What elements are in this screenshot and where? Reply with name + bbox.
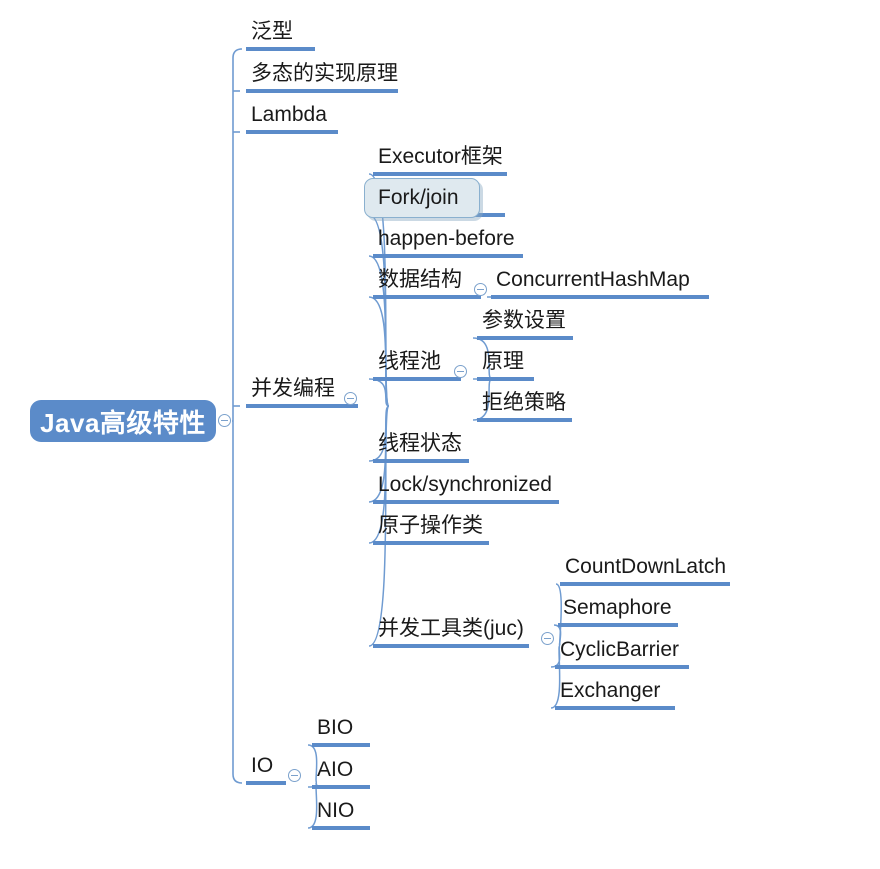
mindmap-node-label: 数据结构 [378, 268, 462, 291]
node-underline [312, 826, 370, 830]
mindmap-node-label: Semaphore [563, 596, 672, 619]
mindmap-node-label: 拒绝策略 [482, 391, 566, 414]
minus-circle-icon[interactable] [288, 769, 301, 782]
mindmap-node[interactable]: happen-before [378, 228, 515, 249]
node-underline [373, 459, 469, 463]
edge-n5-n25 [307, 782, 318, 829]
mindmap-node[interactable]: 参数设置 [482, 310, 566, 331]
mindmap-node-label: AIO [317, 758, 354, 781]
mindmap-node-label: Executor框架 [378, 145, 503, 168]
node-underline [373, 644, 529, 648]
node-underline [558, 623, 678, 627]
node-underline [491, 295, 709, 299]
mindmap-node[interactable]: BIO [317, 717, 353, 738]
mindmap-node[interactable]: Fork/join [378, 187, 459, 208]
mindmap-node[interactable]: 泛型 [251, 21, 293, 42]
mindmap-node[interactable]: IO [251, 755, 273, 776]
selected-node-box[interactable] [364, 178, 480, 218]
minus-circle-icon[interactable] [454, 365, 467, 378]
node-underline [246, 47, 315, 51]
mindmap-node-label: NIO [317, 799, 355, 822]
mindmap-node-label: Exchanger [560, 679, 661, 702]
node-underline [477, 336, 573, 340]
mindmap-node[interactable]: 多态的实现原理 [251, 63, 398, 84]
root-node[interactable]: Java高级特性 [30, 400, 216, 442]
minus-circle-icon[interactable] [218, 414, 231, 427]
minus-circle-icon[interactable] [541, 632, 554, 645]
edge-n4-n9 [368, 296, 390, 407]
mindmap-node[interactable]: Executor框架 [378, 146, 503, 167]
node-underline [246, 404, 358, 408]
node-underline [312, 743, 370, 747]
edge-n5-n23 [307, 744, 318, 784]
node-underline [373, 377, 461, 381]
node-underline [373, 254, 523, 258]
mindmap-node-label: 参数设置 [482, 309, 566, 332]
edge-n14-n22 [550, 645, 561, 709]
edge-n4-n14 [368, 405, 390, 647]
mindmap-node-label: 并发工具类(juc) [378, 617, 524, 640]
mindmap-node[interactable]: Exchanger [560, 680, 660, 701]
node-underline [246, 89, 398, 93]
mindmap-node-label: 并发编程 [251, 377, 335, 400]
node-underline [560, 582, 730, 586]
mindmap-node-label: 原子操作类 [378, 514, 483, 537]
mindmap-node[interactable]: 线程池 [378, 351, 441, 372]
mindmap-node[interactable]: 数据结构 [378, 269, 462, 290]
mindmap-node[interactable]: AIO [317, 759, 353, 780]
mindmap-node[interactable]: NIO [317, 800, 354, 821]
node-underline [477, 418, 572, 422]
mindmap-node[interactable]: CountDownLatch [565, 556, 726, 577]
node-underline [555, 665, 689, 669]
mindmap-node[interactable]: Lambda [251, 104, 327, 125]
mindmap-node[interactable]: 并发工具类(juc) [378, 618, 524, 639]
node-underline [312, 785, 370, 789]
edge-layer [232, 48, 562, 829]
mindmap-node-label: Fork/join [378, 186, 459, 209]
mindmap-node-label: CountDownLatch [565, 555, 727, 578]
minus-circle-icon[interactable] [474, 283, 487, 296]
mindmap-node-label: BIO [317, 716, 354, 739]
mindmap-node[interactable]: 线程状态 [378, 433, 462, 454]
mindmap-node[interactable]: 原子操作类 [378, 515, 483, 536]
mindmap-node[interactable]: CyclicBarrier [560, 639, 679, 660]
root-spine [232, 48, 243, 784]
mindmap-node-label: 线程状态 [378, 432, 462, 455]
node-underline [246, 130, 338, 134]
root-node-label: Java高级特性 [40, 407, 206, 438]
mindmap-node[interactable]: ConcurrentHashMap [496, 269, 690, 290]
node-underline [373, 172, 507, 176]
mindmap-node-label: happen-before [378, 227, 515, 250]
mindmap-node[interactable]: 拒绝策略 [482, 392, 566, 413]
mindmap-node[interactable]: 并发编程 [251, 378, 335, 399]
mindmap-node[interactable]: Lock/synchronized [378, 474, 552, 495]
mindmap-node[interactable]: Semaphore [563, 597, 672, 618]
node-underline [246, 781, 286, 785]
mindmap-node-label: IO [251, 754, 274, 777]
mindmap-node-label: Lock/synchronized [378, 473, 552, 496]
mindmap-node-label: 原理 [482, 350, 524, 373]
node-underline [373, 541, 489, 545]
node-underline [477, 377, 534, 381]
mindmap-node[interactable]: 原理 [482, 351, 524, 372]
node-underline [373, 295, 481, 299]
mindmap-node-label: 泛型 [251, 20, 293, 43]
node-underline [555, 706, 675, 710]
mindmap-node-label: 线程池 [378, 350, 441, 373]
mindmap-node-label: 多态的实现原理 [251, 62, 398, 85]
mindmap-node-label: CyclicBarrier [560, 638, 680, 661]
node-underline [373, 500, 559, 504]
mindmap-node-label: Lambda [251, 103, 327, 126]
minus-circle-icon[interactable] [344, 392, 357, 405]
mindmap-node-label: ConcurrentHashMap [496, 268, 690, 291]
